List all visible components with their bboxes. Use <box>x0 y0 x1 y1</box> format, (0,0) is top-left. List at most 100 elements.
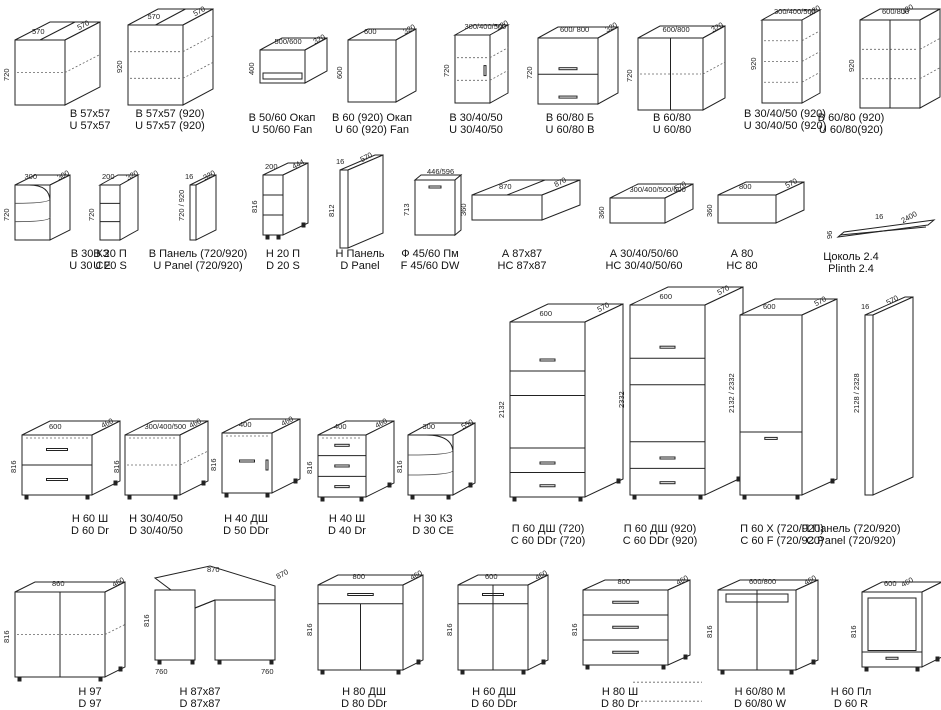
corner-end-shelf <box>407 434 454 496</box>
leg <box>217 659 222 665</box>
panel-front <box>339 169 349 249</box>
leg <box>190 659 195 665</box>
leg <box>578 496 583 502</box>
caption-code-ru: В 60 (920) Окап <box>331 112 413 124</box>
caption-code-en: D 50 DDr <box>223 525 269 537</box>
shelf-depth <box>182 35 214 53</box>
drawer-handle <box>46 448 68 451</box>
dimension-label: 16 <box>861 302 870 311</box>
drawer-handle <box>612 650 639 654</box>
caption-code-ru: Н 87x87 <box>179 686 221 698</box>
caption-code-ru: В 20 П <box>93 248 127 260</box>
caption-code-en: U 60/80 <box>652 124 692 136</box>
caption-code-ru: А 87x87 <box>501 248 543 260</box>
caption-code-en: U 60/80(920) <box>818 124 884 136</box>
handle <box>659 481 676 485</box>
dimension-label: 600/800 <box>662 25 690 34</box>
caption-code-en: U 60/80 B <box>545 124 595 136</box>
corner-edge <box>506 179 546 196</box>
cabinet-caption: П 60 Х (720/920)С 60 F (720/920) <box>692 523 872 547</box>
handle <box>764 436 778 440</box>
leg <box>935 656 940 662</box>
dimension-label: 860 <box>52 579 65 588</box>
caption-code-ru: Н 30/40/50 <box>129 513 183 525</box>
dimension-label: 800 <box>352 572 366 581</box>
dimension-label: 600 <box>539 309 553 318</box>
caption-code-ru: Н 20 П <box>265 248 301 260</box>
dimension-label: 300 <box>24 172 38 181</box>
leg <box>683 654 688 660</box>
dimension-label: 870 <box>207 565 220 574</box>
caption-code-en: U 30/40/50 <box>449 124 503 136</box>
dimension-label: 16 <box>875 212 884 221</box>
drawer-handle <box>239 459 255 463</box>
caption-code-en: D 30 CE <box>412 525 454 537</box>
leg <box>811 659 816 665</box>
dimension-label: 600/800 <box>882 7 910 16</box>
caption-code-ru: Цоколь 2.4 <box>823 251 879 263</box>
caption-code-en: U 57x57 <box>69 120 111 132</box>
caption-code-en: D 60 Dr <box>71 525 109 537</box>
caption-code-en: D 30/40/50 <box>129 525 183 537</box>
handle <box>558 67 578 71</box>
leg <box>410 494 415 500</box>
dimension-label: 760 <box>261 667 274 676</box>
caption-code-en: U 30/40/50 (920) <box>743 120 827 132</box>
panel-front <box>864 314 874 496</box>
caption-code-en: U 60 (920) Fan <box>335 124 409 136</box>
cabinet-front <box>537 37 599 105</box>
leg <box>293 478 298 484</box>
caption-code-ru: А 30/40/50/60 <box>609 248 679 260</box>
dimension-label: 300/400/500 <box>464 22 507 31</box>
caption-code-ru: В 60/80 Б <box>545 112 595 124</box>
cabinet-caption: В 60/80 (920)U 60/80(920) <box>761 112 941 136</box>
cabinet-front <box>471 194 543 221</box>
handle <box>539 484 556 488</box>
leg <box>446 494 451 500</box>
leg <box>201 480 206 486</box>
cabinet-front <box>317 434 367 498</box>
shelf-depth <box>801 71 821 83</box>
leg <box>698 494 703 500</box>
shelf-depth <box>64 54 101 73</box>
shelf-curve <box>407 469 454 476</box>
dimension-label: 570 <box>147 12 161 21</box>
cabinet-front <box>99 184 121 241</box>
cabinet-front <box>509 321 586 498</box>
dimension-label: 16 <box>336 157 345 166</box>
leg <box>742 494 747 500</box>
caption-code-ru: П 60 Х (720/920) <box>740 523 824 535</box>
dimension-label: 600 <box>49 422 62 431</box>
caption-code-en: U 50/60 Fan <box>251 124 313 136</box>
leg <box>127 494 132 500</box>
caption-code-ru: Н 97 <box>78 686 102 698</box>
caption-code-ru: В 60/80 <box>653 112 691 124</box>
shelf-curve <box>14 198 51 204</box>
caption-code-en: HC 30/40/50/60 <box>605 260 683 272</box>
cabinet-front <box>221 432 273 494</box>
leg <box>113 480 118 486</box>
caption-code-ru: В Панель (720/920) <box>148 248 248 260</box>
caption-code-ru: Н 40 ДШ <box>224 513 268 525</box>
leg <box>387 482 392 488</box>
caption-code-en: U Panel (720/920) <box>153 260 243 272</box>
leg <box>265 234 270 240</box>
caption-code-ru: Н 80 ДШ <box>342 686 386 698</box>
